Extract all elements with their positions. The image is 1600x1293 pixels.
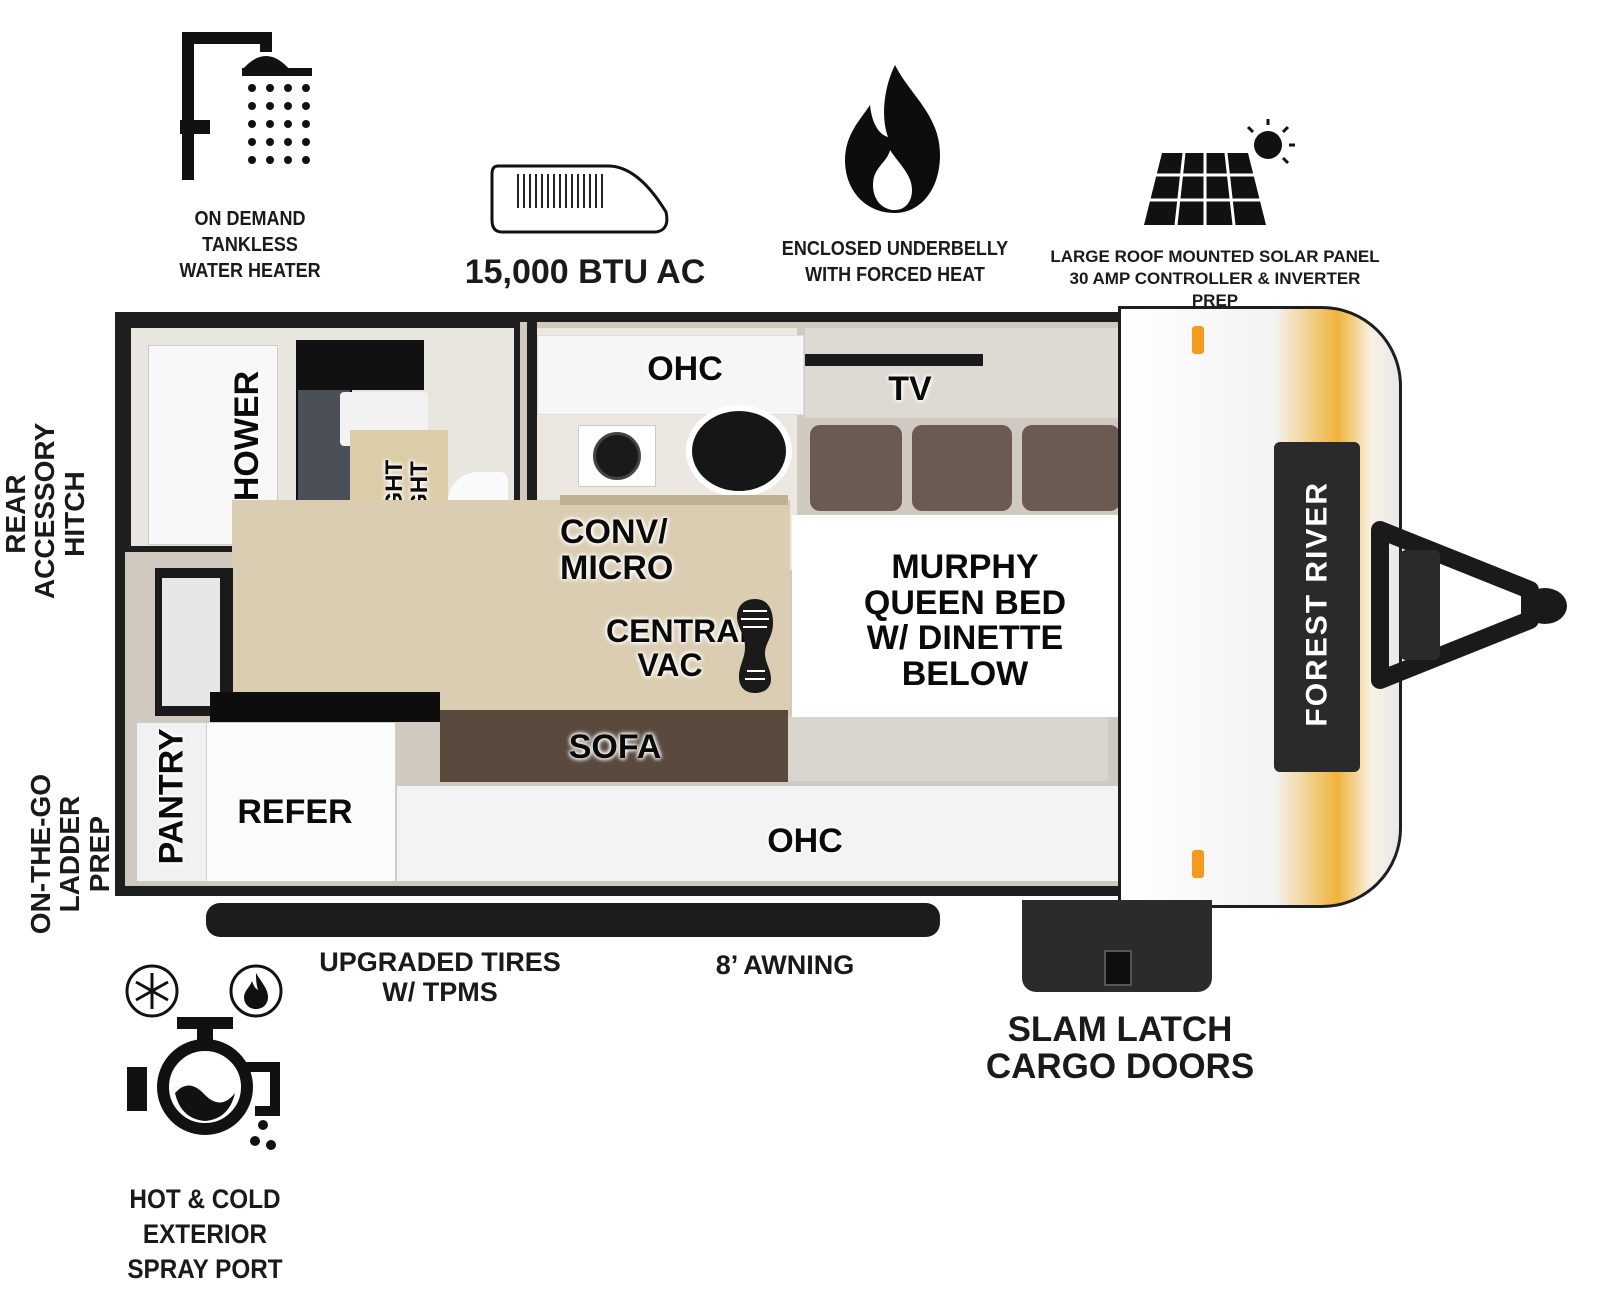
kitchen-sink	[686, 405, 792, 497]
counter-top	[210, 692, 440, 722]
tv-label: TV	[888, 370, 932, 408]
awning-bar	[206, 903, 940, 937]
sofa	[440, 710, 788, 782]
tv-wall	[805, 328, 1120, 418]
spray-port-label: HOT & COLD EXTERIOR SPRAY PORT	[127, 1184, 283, 1285]
cooktop-burner	[593, 432, 641, 480]
ladder-label: ON-THE-GO LADDER PREP	[24, 773, 115, 935]
brand-label: FOREST RIVER	[1300, 480, 1334, 727]
murphy-label: MURPHY QUEEN BED W/ DINETTE BELOW	[863, 548, 1067, 694]
ohc-top-label: OHC	[647, 350, 723, 388]
pantry-label: PANTRY	[152, 728, 191, 865]
brand-panel	[1274, 442, 1360, 772]
water-heater-label: ON DEMAND TANKLESS WATER HEATER	[179, 208, 321, 282]
dinette-cushion-2	[912, 425, 1012, 511]
ohc-bottom-cabinet	[396, 785, 1120, 882]
kitchen-wall	[527, 322, 537, 572]
cargo-latch	[1104, 950, 1132, 986]
ac-unit-icon	[490, 164, 669, 234]
central-vac-label: CENTRAL VAC	[606, 613, 759, 683]
tv-panel	[805, 354, 983, 366]
awning-label: 8’ AWNING	[715, 950, 855, 980]
rear-hitch-label: REAR ACCESSORY HITCH	[0, 422, 90, 600]
underbelly-label: ENCLOSED UNDERBELLY WITH FORCED HEAT	[781, 238, 1009, 286]
marker-light-top	[1192, 326, 1204, 354]
conv-micro-label: CONV/ MICRO	[560, 513, 674, 587]
ohc-bottom-label: OHC	[767, 822, 843, 860]
lower-floor-strip	[788, 717, 1108, 781]
flame-icon	[845, 65, 940, 213]
sofa-label: SOFA	[568, 728, 662, 766]
tires-label: UPGRADED TIRES W/ TPMS	[319, 947, 561, 1007]
spray-faucet-icon	[127, 1017, 280, 1150]
wood-floor	[232, 500, 790, 712]
boot-icon	[737, 599, 773, 693]
hitch-tongue	[1371, 521, 1567, 689]
ohc-top-cabinet	[537, 335, 804, 415]
wood-floor-lower	[560, 495, 788, 505]
refer-label: REFER	[237, 793, 353, 831]
snowflake-icon	[125, 964, 179, 1018]
entry-step-inner	[162, 578, 220, 706]
fire-icon	[229, 964, 283, 1018]
murphy-bed	[792, 515, 1120, 717]
ac-label: 15,000 BTU AC	[464, 253, 706, 291]
refer	[206, 722, 396, 882]
shower-icon	[180, 32, 312, 180]
dinette-cushion-1	[810, 425, 902, 511]
marker-light-bottom	[1192, 850, 1204, 878]
dinette-cushion-3	[1022, 425, 1120, 511]
cargo-label: SLAM LATCH CARGO DOORS	[985, 1010, 1255, 1086]
solar-label: LARGE ROOF MOUNTED SOLAR PANEL 30 AMP CO…	[1050, 247, 1380, 311]
vanity-top	[296, 340, 424, 390]
solar-panel-icon	[1144, 119, 1295, 226]
pantry	[136, 722, 208, 882]
